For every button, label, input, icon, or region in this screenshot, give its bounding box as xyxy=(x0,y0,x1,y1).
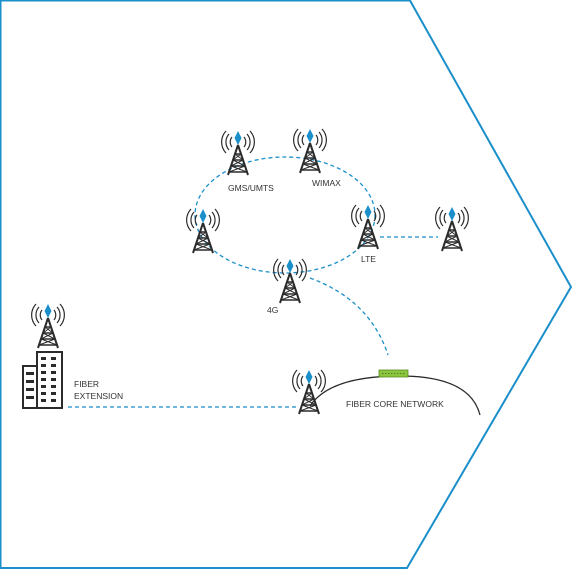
tower-remote-icon xyxy=(434,206,470,252)
tower-4g-icon xyxy=(272,258,308,304)
gsm-label: GMS/UMTS xyxy=(228,183,274,193)
tower-lte-icon xyxy=(350,204,386,250)
fiber-extension-label-line2: EXTENSION xyxy=(74,391,123,401)
lte-label: LTE xyxy=(361,254,376,264)
fourg-label: 4G xyxy=(267,305,278,315)
fourg-core-link xyxy=(309,277,389,356)
building-icon xyxy=(22,351,63,409)
tower-core-icon xyxy=(291,369,327,415)
tower-building-icon xyxy=(30,303,66,349)
tower-wimax-icon xyxy=(292,128,328,174)
fiber-core-label: FIBER CORE NETWORK xyxy=(346,399,444,409)
fiber-core-arc xyxy=(309,375,481,416)
tower-left-icon xyxy=(185,208,221,254)
fiber-extension-label-line1: FIBER xyxy=(74,379,99,389)
ring-link xyxy=(194,156,376,274)
tower-gsm-icon xyxy=(220,130,256,176)
network-switch-icon xyxy=(378,369,409,378)
wimax-label: WIMAX xyxy=(312,178,341,188)
